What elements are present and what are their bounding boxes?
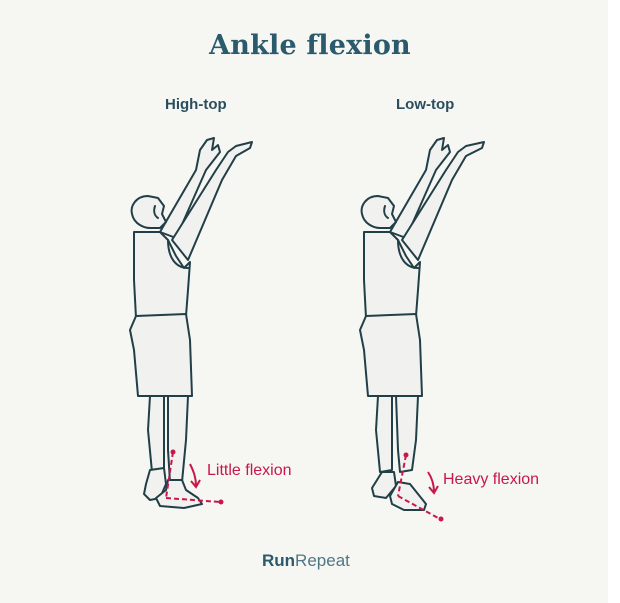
marker-dot [218, 499, 224, 505]
annotation-heavy-flexion: Heavy flexion [443, 471, 540, 488]
figure-high-top [129, 137, 253, 509]
arrow-down-icon [427, 471, 439, 495]
arrow-down-icon [189, 463, 201, 489]
marker-dot [438, 516, 444, 522]
diagram-title: Ankle flexion [209, 30, 411, 61]
marker-dot [170, 449, 176, 455]
runrepeat-logo: RunRepeat [262, 551, 350, 571]
marker-dot [403, 452, 409, 458]
annotation-little-flexion: Little flexion [207, 462, 292, 479]
logo-light: Repeat [295, 551, 350, 570]
figure-low-top [359, 137, 485, 511]
flexion-marker-high-top [165, 451, 221, 503]
label-low-top: Low-top [396, 96, 455, 113]
flexion-marker-low-top [397, 454, 441, 520]
logo-bold: Run [262, 551, 296, 570]
label-high-top: High-top [165, 96, 227, 113]
